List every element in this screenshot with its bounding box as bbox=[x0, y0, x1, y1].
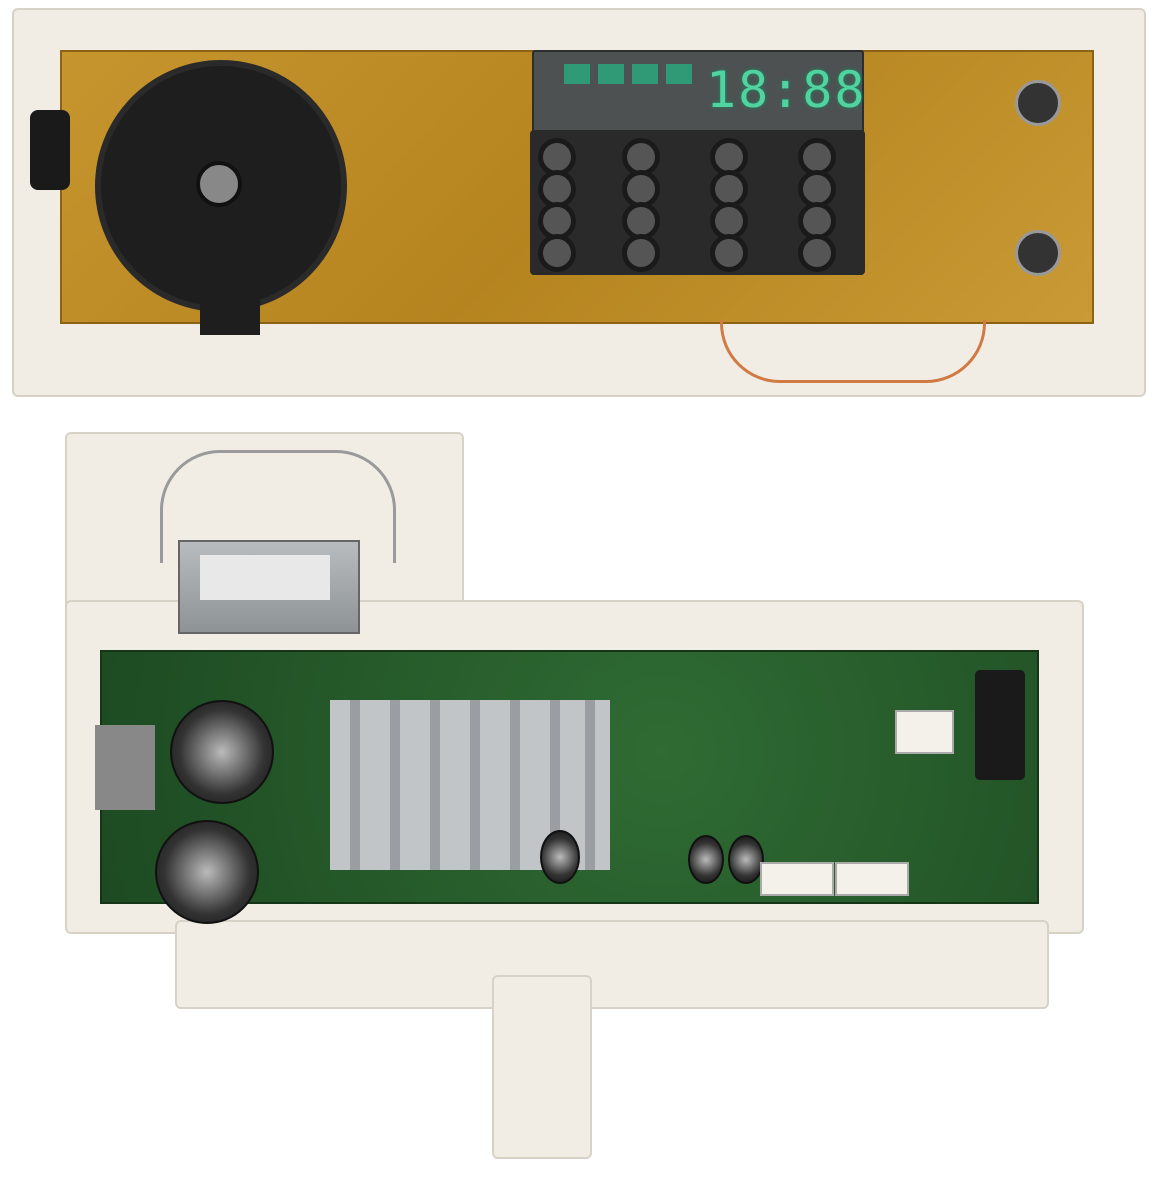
heatsink bbox=[330, 700, 610, 870]
mounting-tab bbox=[492, 975, 592, 1159]
button[interactable] bbox=[710, 138, 748, 176]
connector-white-1 bbox=[760, 862, 834, 896]
ribbon-wire bbox=[720, 320, 986, 383]
connector-white-2 bbox=[835, 862, 909, 896]
bottom-housing-lower bbox=[175, 920, 1049, 1009]
display-time: 18:88 bbox=[706, 61, 867, 119]
capacitor-small-3 bbox=[728, 835, 764, 884]
capacitor-small-1 bbox=[540, 830, 580, 884]
encoder-knob-top bbox=[1015, 80, 1061, 126]
button[interactable] bbox=[538, 234, 576, 272]
capacitor-large-2 bbox=[155, 820, 259, 924]
button[interactable] bbox=[622, 138, 660, 176]
connector-white-3 bbox=[895, 710, 954, 754]
capacitor-large-1 bbox=[170, 700, 274, 804]
knob-center bbox=[196, 161, 242, 207]
button[interactable] bbox=[710, 202, 748, 240]
button[interactable] bbox=[622, 234, 660, 272]
button[interactable] bbox=[798, 234, 836, 272]
transformer-wire bbox=[160, 450, 396, 563]
encoder-knob-bottom bbox=[1015, 230, 1061, 276]
connector-black bbox=[30, 110, 70, 190]
lcd-display: 18:88 bbox=[532, 50, 867, 134]
transformer-label bbox=[200, 555, 330, 600]
dial-base bbox=[200, 270, 260, 335]
button[interactable] bbox=[710, 234, 748, 272]
relay bbox=[975, 670, 1025, 780]
heatsink-left bbox=[95, 725, 155, 810]
button[interactable] bbox=[538, 202, 576, 240]
capacitor-small-2 bbox=[688, 835, 724, 884]
button-panel bbox=[530, 130, 865, 275]
display-icons bbox=[564, 64, 694, 84]
